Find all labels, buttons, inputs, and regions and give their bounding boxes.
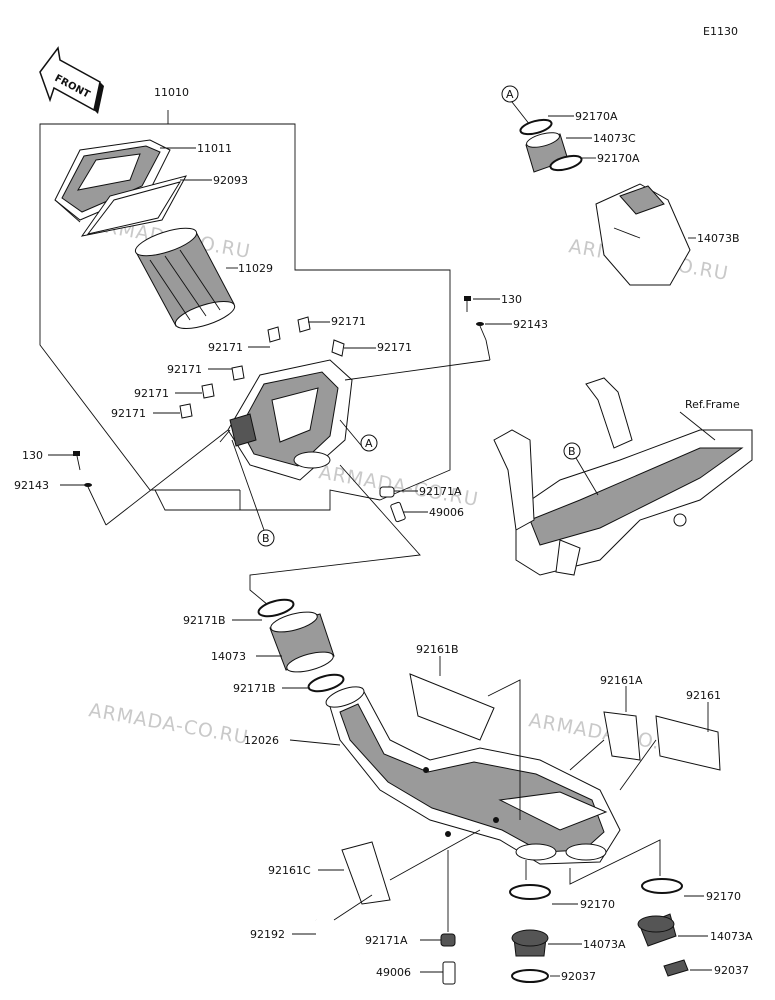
part-label: 49006 [429, 506, 464, 519]
part-label: 92170 [706, 890, 741, 903]
pad-92161b [409, 673, 495, 741]
callout-a-box [360, 434, 378, 452]
pad-92161 [655, 715, 721, 771]
part-label: 92143 [513, 318, 548, 331]
ref-frame-label: Ref.Frame [685, 398, 740, 411]
watermark: ARMADA-CO.RU [87, 699, 250, 749]
callout-b-box [257, 529, 275, 547]
part-label: 92161 [686, 689, 721, 702]
part-label: 92171B [233, 682, 276, 695]
part-label: 14073A [710, 930, 753, 943]
part-label: 92171B [183, 614, 226, 627]
part-label: 11010 [154, 86, 189, 99]
air-cleaner-cap [54, 139, 171, 223]
part-label: 92170 [580, 898, 615, 911]
part-label: 92161A [600, 674, 643, 687]
hose-92192 [315, 919, 361, 955]
drain-plug-lower [440, 850, 456, 985]
part-label: 12026 [244, 734, 279, 747]
part-label: 92161C [268, 864, 311, 877]
clip-group [179, 316, 345, 419]
part-label: 92171 [377, 341, 412, 354]
intake-coupler [257, 598, 345, 693]
air-duct-cover [595, 183, 691, 286]
tube-clamps-top [519, 118, 583, 173]
part-label: 14073A [583, 938, 626, 951]
air-filter-element [134, 227, 236, 329]
gasket-inner [86, 181, 182, 235]
callout-a-top [501, 85, 519, 103]
part-label: 92037 [561, 970, 596, 983]
part-label: 14073C [593, 132, 636, 145]
bolt-collar-left [73, 429, 229, 526]
part-label: 92093 [213, 174, 248, 187]
vehicle-frame [493, 377, 753, 576]
part-label: 92171 [331, 315, 366, 328]
part-label: 49006 [376, 966, 411, 979]
intake-duct [325, 686, 621, 865]
bolt-collar-right [344, 296, 491, 381]
callout-b-box-label: B [262, 532, 270, 545]
part-label: 92171 [111, 407, 146, 420]
pad-92161c [341, 841, 391, 905]
part-label: 92037 [714, 964, 749, 977]
part-label: 92170A [597, 152, 640, 165]
outlet-cap-right [569, 839, 689, 977]
outlet-cap-left [509, 860, 551, 983]
part-label: 11011 [197, 142, 232, 155]
part-label: 92161B [416, 643, 459, 656]
assembly-box-outline [39, 110, 451, 511]
part-label: 14073B [697, 232, 740, 245]
callout-b-frame-label: B [568, 445, 576, 458]
leader-line [249, 464, 421, 606]
part-label: 92171 [134, 387, 169, 400]
front-arrow-icon: FRONT [39, 46, 104, 114]
drain-plug-upper [379, 486, 406, 523]
callout-a-box-label: A [365, 437, 373, 450]
callout-a-top-label: A [506, 88, 514, 101]
part-label: 11029 [238, 262, 273, 275]
part-label: 92171 [208, 341, 243, 354]
part-label: 130 [501, 293, 522, 306]
part-label: 92171A [365, 934, 408, 947]
leader-line [487, 679, 521, 820]
part-label: 92143 [14, 479, 49, 492]
part-label: 92192 [250, 928, 285, 941]
callout-b-frame [563, 442, 581, 460]
part-label: 92171 [167, 363, 202, 376]
part-label: 14073 [211, 650, 246, 663]
part-label: 92170A [575, 110, 618, 123]
diagram-code: E1130 [703, 25, 738, 38]
air-cleaner-housing [219, 359, 353, 481]
pad-92161a [603, 711, 641, 761]
part-label: 92171A [419, 485, 462, 498]
part-label: 130 [22, 449, 43, 462]
